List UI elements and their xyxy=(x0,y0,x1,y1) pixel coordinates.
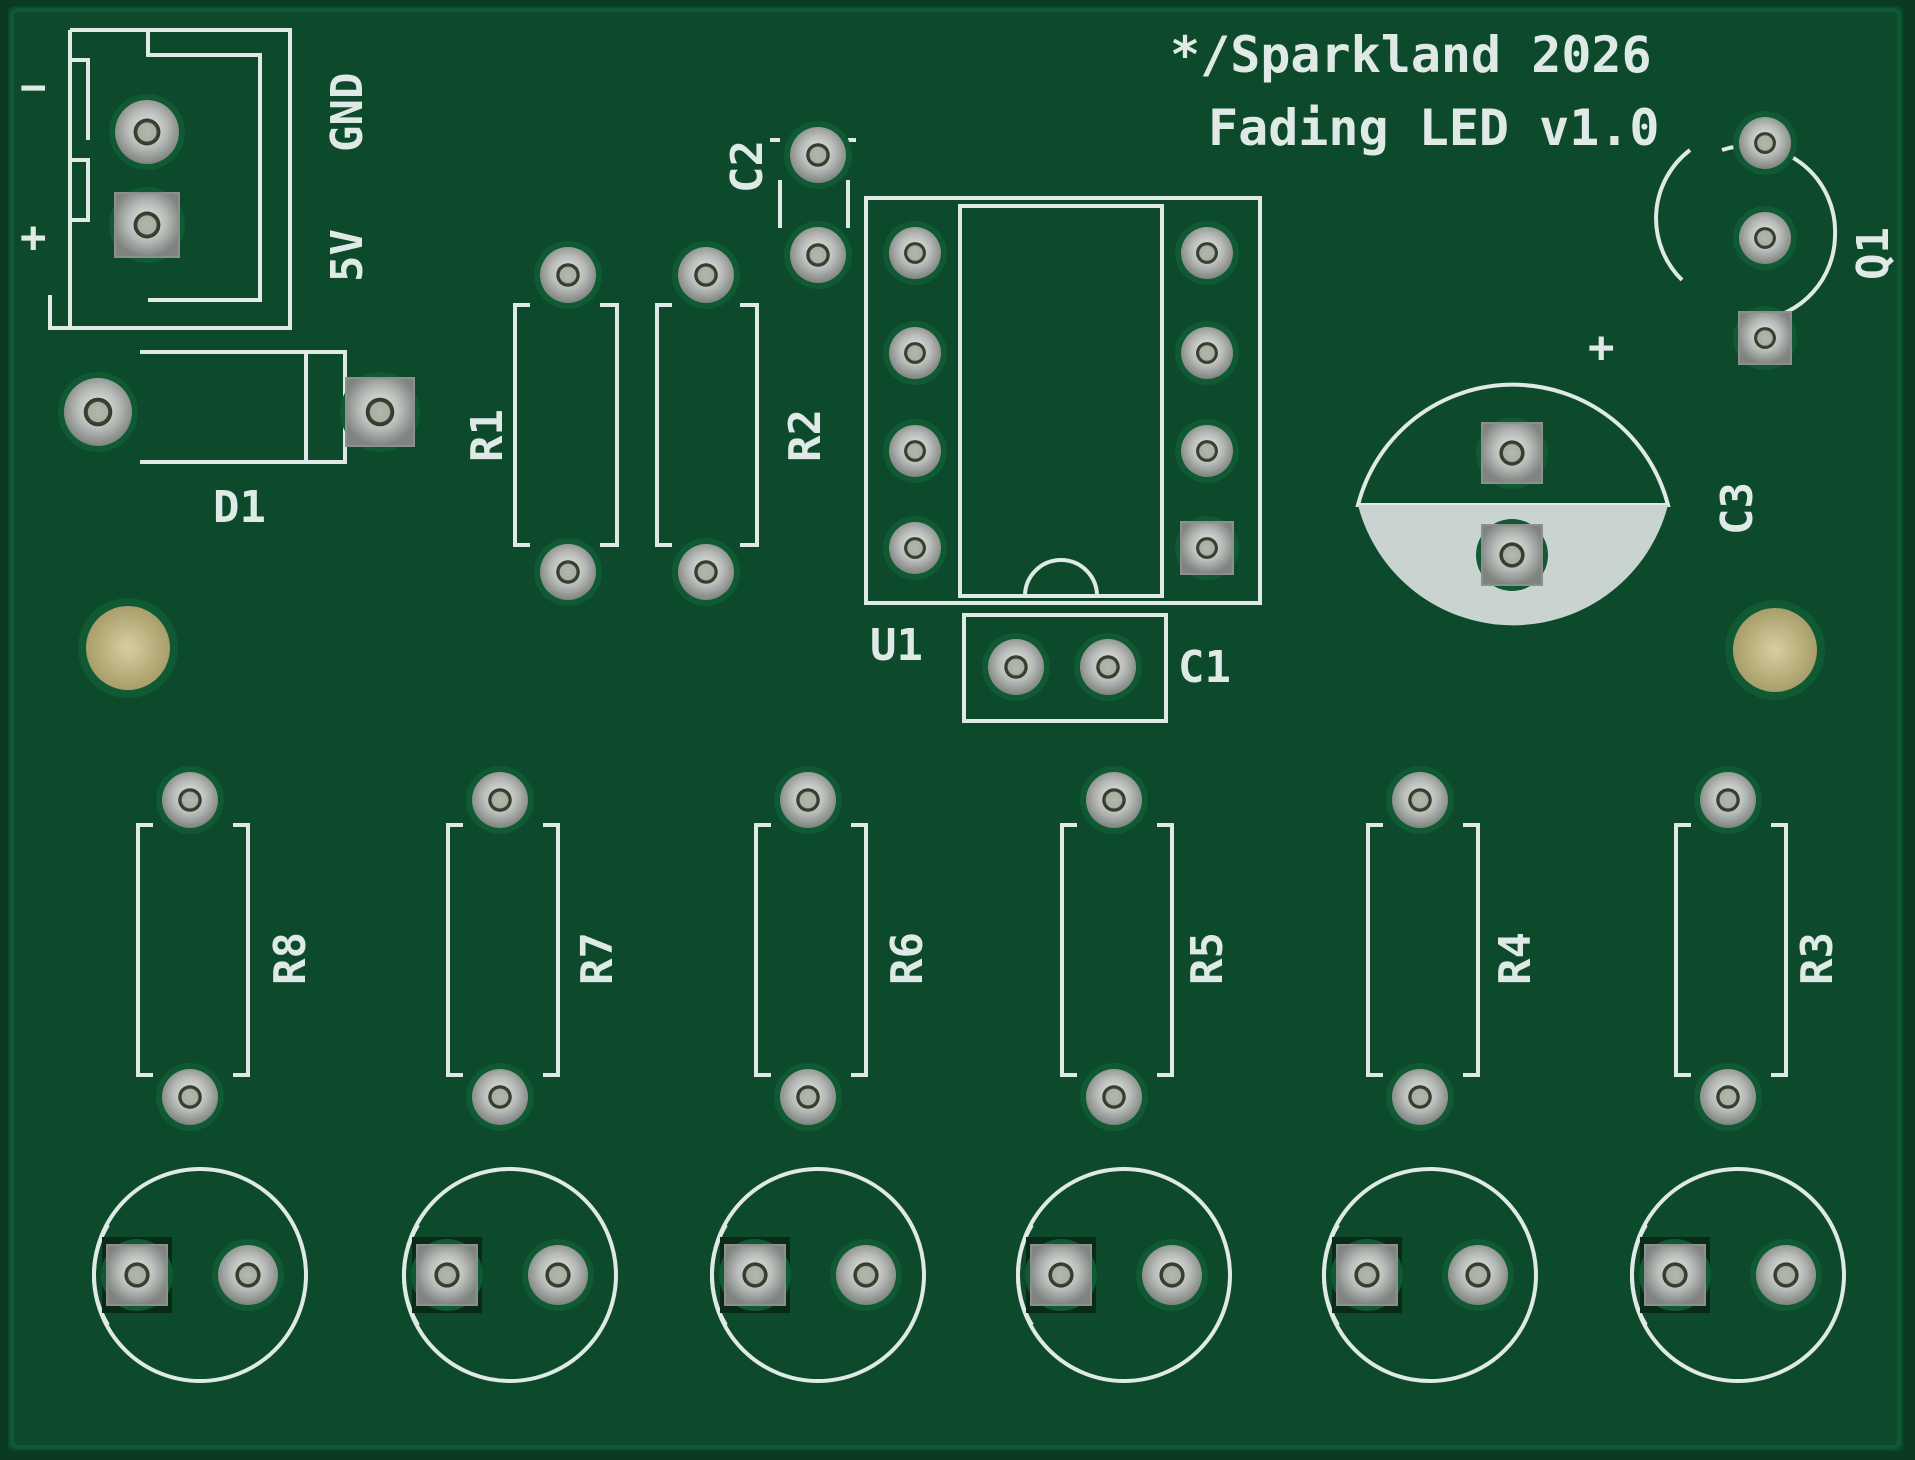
c1-pad-left xyxy=(982,633,1050,701)
board-version: Fading LED v1.0 xyxy=(1208,99,1660,157)
power-minus-label: − xyxy=(20,62,47,113)
r5-pad-top xyxy=(1080,766,1148,834)
u1-outline xyxy=(864,196,1262,605)
u1-pin-right-3 xyxy=(1175,419,1239,483)
led-2-pad-square xyxy=(411,1239,483,1311)
gnd-pad xyxy=(109,94,185,170)
c3-pad-minus xyxy=(1476,519,1548,591)
r1-outline xyxy=(513,303,619,547)
d1-pad-anode xyxy=(58,372,138,452)
r7-pad-bottom xyxy=(466,1063,534,1131)
q1-label: Q1 xyxy=(1848,227,1899,280)
r3-label: R3 xyxy=(1792,932,1843,985)
led-6-pad-round xyxy=(1750,1239,1822,1311)
c3-plus-label: + xyxy=(1588,322,1615,373)
r6-label: R6 xyxy=(882,932,933,985)
power-plus-label: + xyxy=(20,212,47,263)
r2-pad-bottom xyxy=(672,538,740,606)
q1-pad-2 xyxy=(1733,206,1797,270)
r5-label: R5 xyxy=(1182,932,1233,985)
r5-outline xyxy=(1060,823,1174,1077)
gnd-label: GND xyxy=(322,73,373,152)
led-6-pad-square xyxy=(1639,1239,1711,1311)
power-connector xyxy=(48,28,292,330)
board-title: */Sparkland 2026 xyxy=(1170,26,1652,84)
c2-label: C2 xyxy=(722,140,773,193)
r5-pad-bottom xyxy=(1080,1063,1148,1131)
r3-pad-bottom xyxy=(1694,1063,1762,1131)
r3-pad-top xyxy=(1694,766,1762,834)
r7-outline xyxy=(446,823,560,1077)
pcb-substrate xyxy=(8,6,1903,1451)
c2-pad-top xyxy=(784,121,852,189)
r6-pad-top xyxy=(774,766,842,834)
r8-label: R8 xyxy=(265,932,316,985)
led-2-pad-round xyxy=(522,1239,594,1311)
q1-pad-3 xyxy=(1733,306,1797,370)
r4-outline xyxy=(1366,823,1480,1077)
c2-outline xyxy=(770,138,856,228)
c3-label: C3 xyxy=(1712,482,1763,535)
r1-label: R1 xyxy=(462,409,513,462)
mounting-hole-right-inner xyxy=(1733,608,1817,692)
led-1-pad-square xyxy=(101,1239,173,1311)
led-3-pad-round xyxy=(830,1239,902,1311)
led-4-pad-square xyxy=(1025,1239,1097,1311)
d1-pad-cathode xyxy=(340,372,420,452)
u1-pin-left-3 xyxy=(883,419,947,483)
c1-pad-right xyxy=(1074,633,1142,701)
r4-pad-bottom xyxy=(1386,1063,1454,1131)
led-1-pad-round xyxy=(212,1239,284,1311)
r6-pad-bottom xyxy=(774,1063,842,1131)
r4-label: R4 xyxy=(1490,932,1541,985)
u1-pin-right-1 xyxy=(1175,221,1239,285)
v5-pad xyxy=(109,187,185,263)
r7-label: R7 xyxy=(572,932,623,985)
led-5-pad-round xyxy=(1442,1239,1514,1311)
r6-outline xyxy=(754,823,868,1077)
r7-pad-top xyxy=(466,766,534,834)
q1-pad-1 xyxy=(1733,111,1797,175)
footprints xyxy=(58,94,1846,1383)
u1-pin-left-1 xyxy=(883,221,947,285)
u1-pin-left-2 xyxy=(883,321,947,385)
r2-label: R2 xyxy=(780,409,831,462)
r1-pad-top xyxy=(534,241,602,309)
r8-outline xyxy=(136,823,250,1077)
r2-pad-top xyxy=(672,241,740,309)
r3-outline xyxy=(1674,823,1788,1077)
u1-label: U1 xyxy=(870,620,923,671)
led-3-pad-square xyxy=(719,1239,791,1311)
r4-pad-top xyxy=(1386,766,1454,834)
led-5-pad-square xyxy=(1331,1239,1403,1311)
led-4-pad-round xyxy=(1136,1239,1208,1311)
pcb-mask-edge xyxy=(10,8,1901,1449)
r8-pad-top xyxy=(156,766,224,834)
u1-pin-right-4 xyxy=(1175,516,1239,580)
c1-outline xyxy=(962,613,1168,723)
r1-pad-bottom xyxy=(534,538,602,606)
v5-label: 5V xyxy=(322,229,373,282)
r2-outline xyxy=(655,303,759,547)
r8-pad-bottom xyxy=(156,1063,224,1131)
d1-label: D1 xyxy=(213,482,266,533)
u1-pin-left-4 xyxy=(883,516,947,580)
c1-label: C1 xyxy=(1178,642,1231,693)
c3-pad-plus xyxy=(1476,417,1548,489)
u1-pin-right-2 xyxy=(1175,321,1239,385)
c2-pad-bottom xyxy=(784,221,852,289)
mounting-hole-left-inner xyxy=(86,606,170,690)
